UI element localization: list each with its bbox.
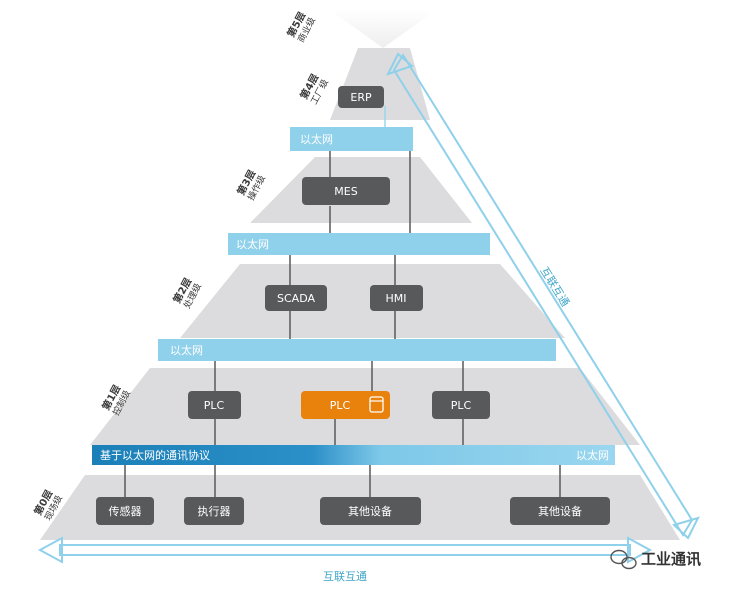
node-hmi-label: HMI [385,292,406,305]
level-label-4: 第4层 工厂级 [297,71,331,106]
node-plc-right[interactable]: PLC [432,391,490,419]
node-mes-label: MES [334,185,357,198]
level-label-5: 第5层 商业级 [284,9,318,44]
node-other-device-1[interactable]: 其他设备 [320,497,421,525]
diagonal-arrow-label: 互联互通 [537,265,571,309]
ethernet-bar-level2-label: 以太网 [170,344,203,357]
wechat-icon [610,549,637,570]
level-label-3: 第3层 操作级 [234,167,268,202]
node-actuator[interactable]: 执行器 [184,497,244,525]
node-plc-center[interactable]: PLC [301,391,390,419]
protocol-bar-level1 [92,445,615,465]
node-plc-left[interactable]: PLC [188,391,241,419]
apex-cone [330,10,436,48]
ethernet-bar-level4 [290,127,413,151]
tier-level4 [330,48,430,120]
node-scada[interactable]: SCADA [265,285,327,311]
node-hmi[interactable]: HMI [370,285,423,311]
node-plc-center-label: PLC [330,399,351,412]
ethernet-bar-level2 [158,339,556,361]
protocol-bar-ethernet-label: 以太网 [576,449,609,462]
node-erp-label: ERP [350,91,372,104]
connector-lines [124,106,561,498]
ethernet-bar-level4-label: 以太网 [300,133,333,146]
node-scada-label: SCADA [277,292,315,305]
node-other-device-2[interactable]: 其他设备 [510,497,610,525]
node-plc-left-label: PLC [204,399,225,412]
ethernet-bar-level3-label: 以太网 [236,238,269,251]
protocol-bar-label: 基于以太网的通讯协议 [100,448,210,462]
node-sensor[interactable]: 传感器 [96,497,154,525]
node-plc-right-label: PLC [451,399,472,412]
device-icon [369,396,384,413]
bottom-interconnect-arrow [37,536,653,564]
level-label-2: 第2层 处理级 [170,275,204,310]
node-other-device-2-label: 其他设备 [538,504,582,518]
node-other-device-1-label: 其他设备 [348,504,392,518]
bottom-arrow-label: 互联互通 [323,570,367,583]
node-erp[interactable]: ERP [338,86,384,108]
diagonal-interconnect-arrow [386,52,700,540]
watermark: 工业通讯 [610,549,701,570]
node-actuator-label: 执行器 [198,504,231,518]
node-mes[interactable]: MES [302,177,390,205]
watermark-text: 工业通讯 [641,550,701,568]
ethernet-bar-level3 [228,233,490,255]
node-sensor-label: 传感器 [109,505,142,518]
